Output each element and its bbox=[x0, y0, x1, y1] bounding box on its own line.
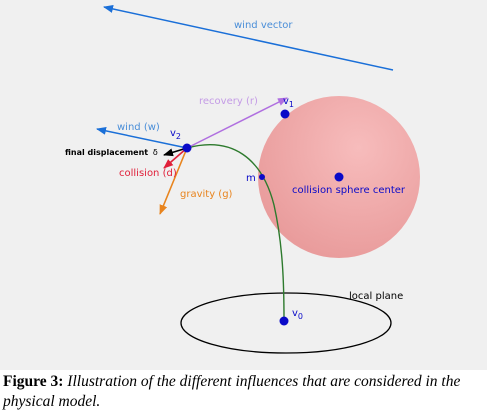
wind-arrow bbox=[96, 126, 188, 149]
collision-label: collision (d) bbox=[119, 168, 177, 179]
final-displacement-text: final displacement bbox=[65, 148, 148, 157]
point-v1 bbox=[280, 109, 290, 119]
point-sphere-center bbox=[334, 172, 344, 182]
v1-label: v1 bbox=[283, 96, 294, 109]
figure-caption: Figure 3: Illustration of the different … bbox=[3, 372, 485, 412]
stem-curve bbox=[186, 144, 285, 321]
v1-letter: v bbox=[283, 96, 289, 107]
caption-text: Illustration of the different influences… bbox=[3, 373, 461, 410]
caption-label: Figure 3: bbox=[3, 373, 64, 390]
v0-subscript: 0 bbox=[298, 312, 303, 321]
collision-arrow bbox=[163, 147, 188, 169]
point-m bbox=[259, 174, 265, 180]
delta-symbol: δ bbox=[153, 148, 158, 157]
v2-subscript: 2 bbox=[176, 132, 181, 141]
local-plane-label: local plane bbox=[349, 291, 403, 302]
v0-label: v0 bbox=[292, 308, 303, 321]
recovery-arrow bbox=[186, 97, 288, 149]
wind-vector-label: wind vector bbox=[234, 20, 293, 31]
wind-label: wind (w) bbox=[117, 122, 160, 133]
wind-vector-arrow bbox=[103, 5, 394, 71]
point-v0 bbox=[279, 316, 289, 326]
local-plane-ellipse bbox=[180, 292, 392, 354]
collision-sphere-center-label: collision sphere center bbox=[292, 185, 406, 196]
point-v2 bbox=[182, 143, 192, 153]
v2-label: v2 bbox=[170, 128, 181, 141]
m-label: m bbox=[246, 173, 256, 184]
figure-canvas: wind vector recovery (r) wind (w) final … bbox=[0, 0, 487, 370]
v2-letter: v bbox=[170, 128, 176, 139]
v0-letter: v bbox=[292, 308, 298, 319]
gravity-label: gravity (g) bbox=[180, 189, 233, 200]
influence-diagram: wind vector recovery (r) wind (w) final … bbox=[65, 5, 420, 354]
final-displacement-label: final displacement δ bbox=[65, 148, 158, 157]
gravity-arrow bbox=[159, 147, 188, 215]
v1-subscript: 1 bbox=[289, 100, 294, 109]
recovery-label: recovery (r) bbox=[199, 96, 258, 107]
